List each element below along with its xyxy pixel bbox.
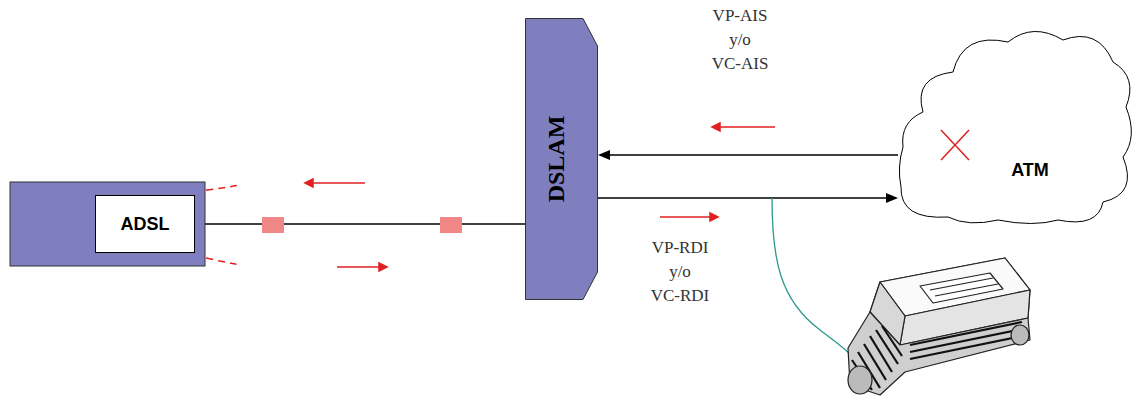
splitter-square	[262, 217, 284, 233]
adsl-box: ADSL	[95, 195, 195, 253]
splitter-square	[440, 217, 462, 233]
atm-cloud: ATM	[898, 22, 1138, 228]
signal-label: VC-RDI	[651, 286, 710, 306]
link-connector	[598, 150, 898, 160]
test-cable	[772, 198, 862, 372]
signal-label: VC-AIS	[712, 54, 769, 74]
node-label: DSLAM	[542, 116, 569, 203]
signal-label: y/o	[669, 262, 691, 282]
node-label: ATM	[1011, 160, 1049, 181]
atm-cloud-outline	[898, 22, 1138, 228]
modem-housing	[10, 182, 205, 266]
signal-label: y/o	[729, 30, 751, 50]
signal-label: VP-RDI	[652, 238, 709, 258]
signal-label: VP-AIS	[713, 6, 768, 26]
dslam-node: DSLAM	[525, 18, 598, 300]
node-label: ADSL	[121, 214, 170, 235]
test-device	[848, 258, 1030, 395]
link-connector	[598, 193, 898, 203]
link-connector	[195, 224, 525, 225]
